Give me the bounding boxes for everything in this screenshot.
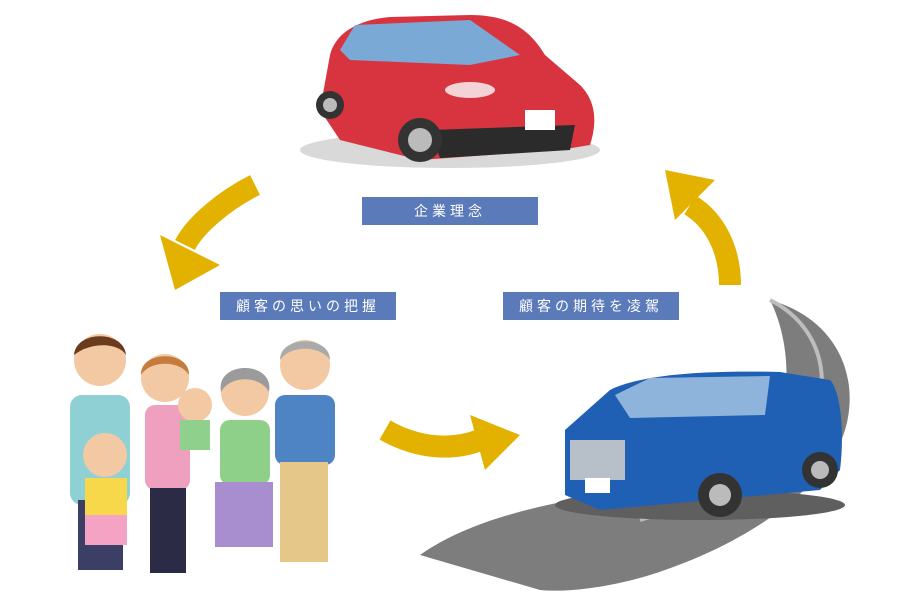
blue-minivan-icon — [555, 371, 845, 520]
red-hatchback-car-icon — [300, 15, 600, 168]
family-group-icon — [70, 334, 335, 573]
label-understanding-customer: 顧客の思いの把握 — [220, 292, 396, 320]
arrow-up-icon — [665, 170, 741, 286]
arrow-right-icon — [379, 415, 520, 470]
label-exceeding-expectations: 顧客の期待を凌駕 — [503, 292, 679, 320]
arrow-down-left-icon — [160, 175, 261, 290]
label-corporate-philosophy: 企業理念 — [362, 197, 538, 225]
